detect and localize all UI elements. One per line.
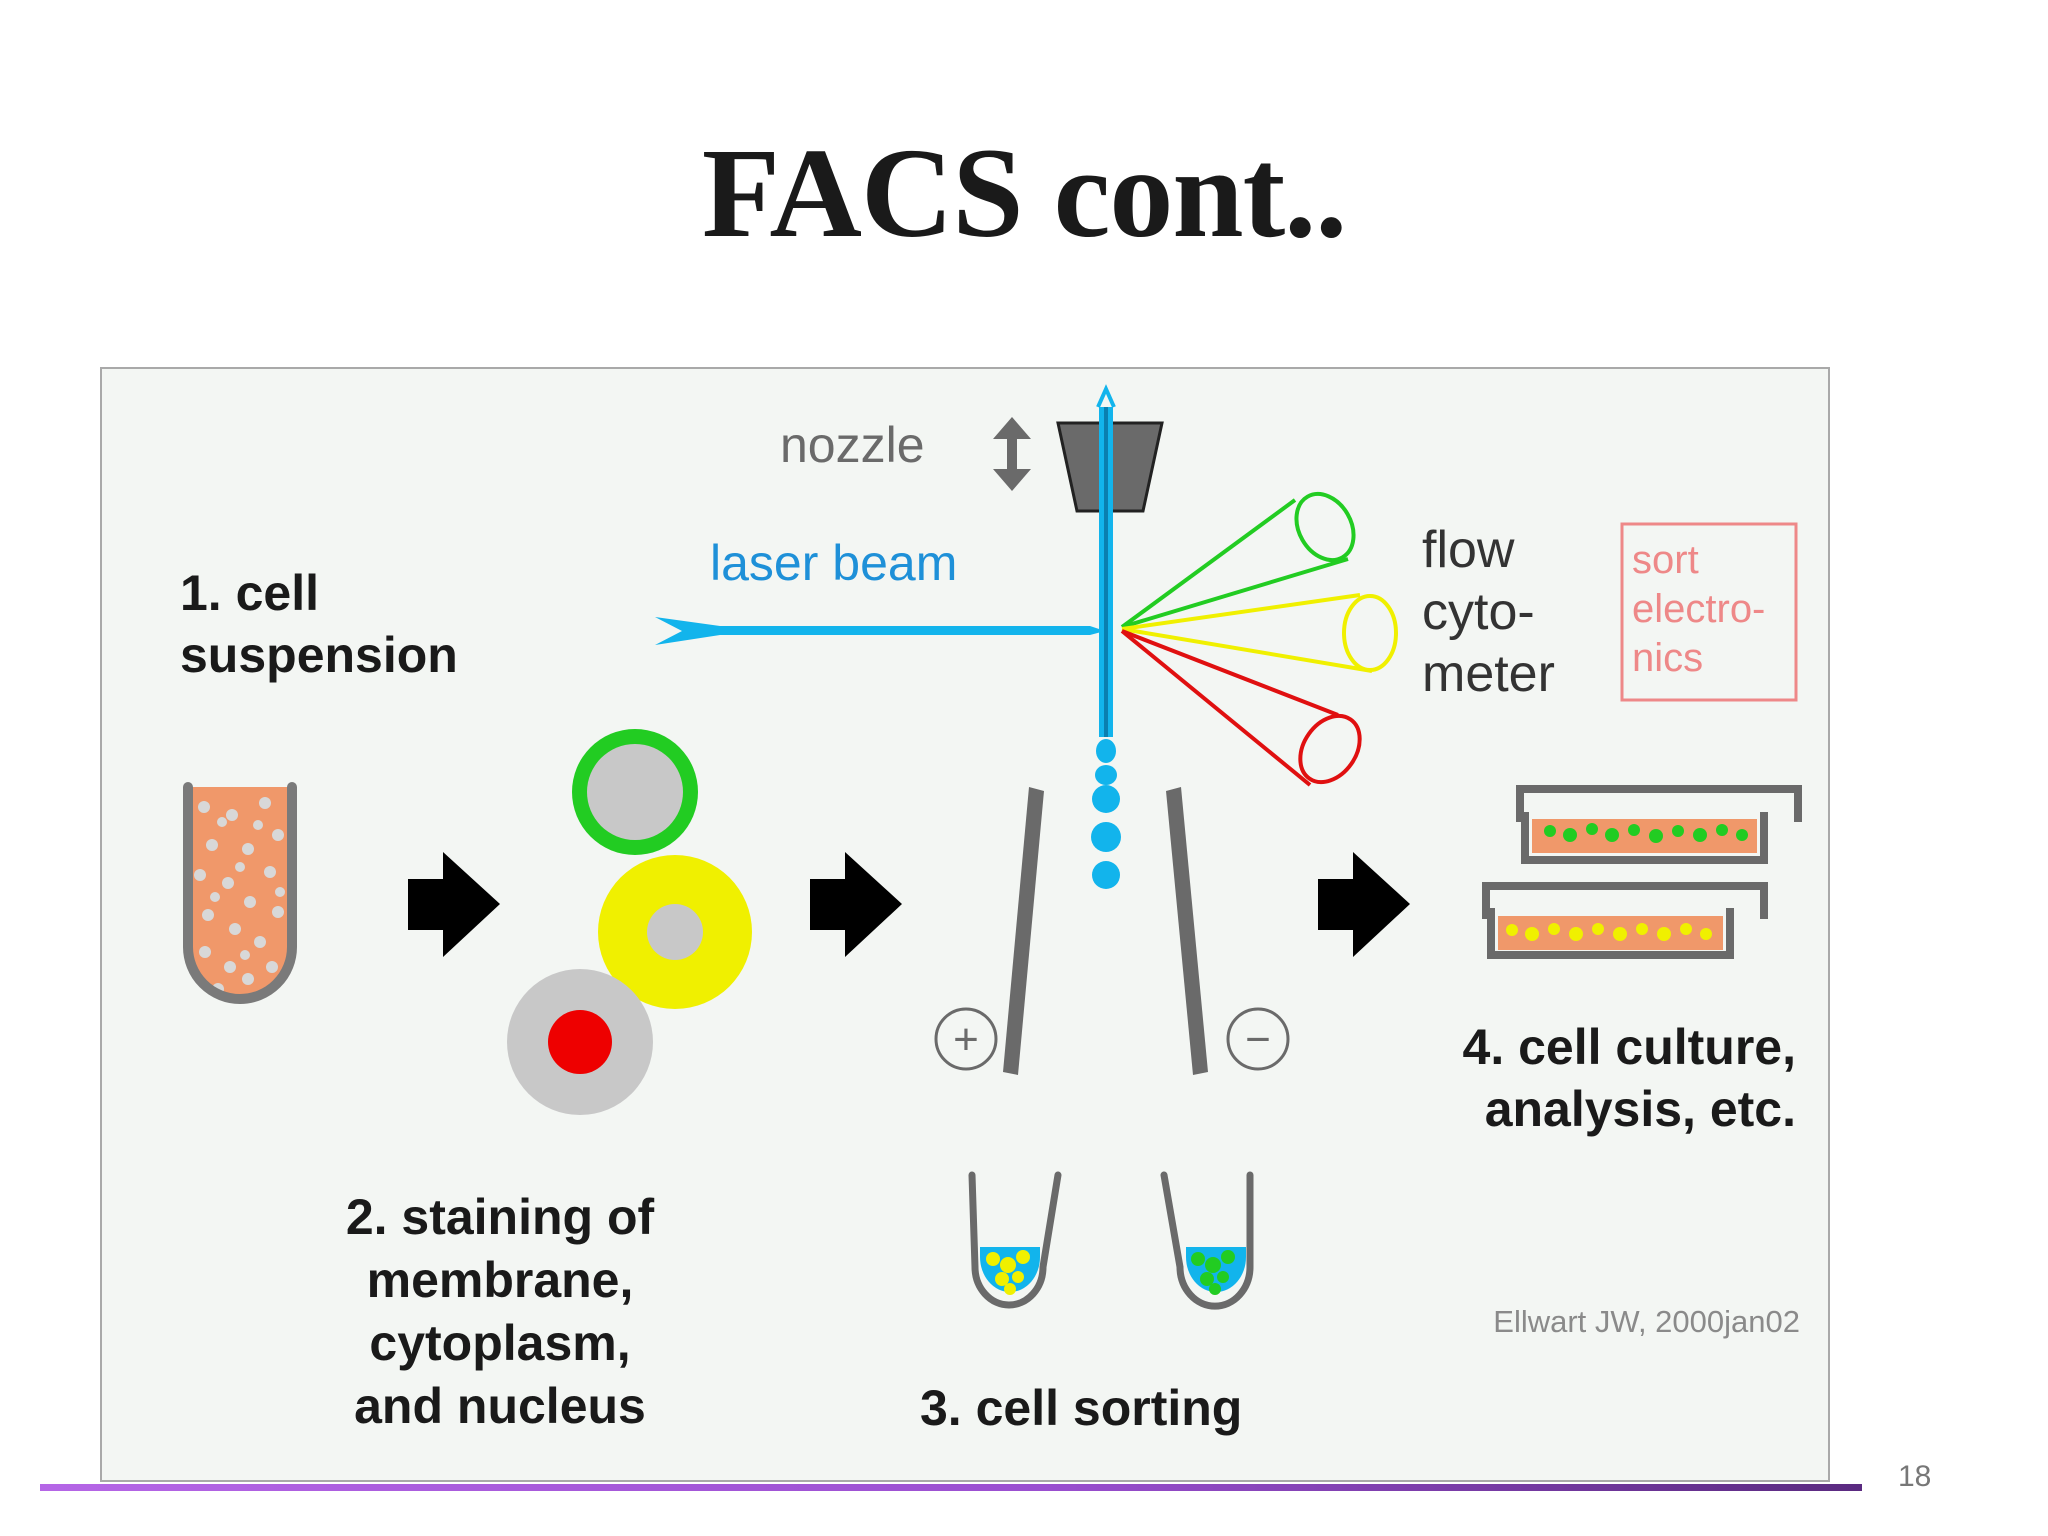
- stained-cell-membrane: [572, 729, 698, 855]
- droplets: [1091, 739, 1121, 889]
- slide-title: FACS cont..: [701, 122, 1347, 264]
- culture-dish-green: [1516, 785, 1802, 864]
- svg-text:−: −: [1245, 1015, 1271, 1064]
- scatter-detector-green: [1120, 492, 1356, 629]
- process-arrow-2: [810, 852, 902, 957]
- page-number: 18: [1898, 1460, 1932, 1493]
- up-down-arrow-icon: [993, 417, 1031, 491]
- laser-beam: [655, 617, 1105, 645]
- sort-electronics-label-line1: sort: [1632, 538, 1699, 582]
- scatter-detector-red: [1120, 629, 1362, 787]
- deflection-plate-positive: [1003, 787, 1044, 1075]
- stained-cell-cytoplasm: [598, 855, 752, 1009]
- collection-tube-green: [1160, 1171, 1254, 1310]
- scatter-detector-yellow: [1121, 593, 1398, 673]
- nozzle-label: nozzle: [780, 417, 925, 473]
- culture-dish-yellow: [1482, 882, 1768, 959]
- flow-cytometer-label-line3: meter: [1422, 645, 1555, 703]
- facs-diagram: 1. cell suspension 2. staining of membra…: [100, 367, 1830, 1482]
- process-arrow-1: [408, 852, 500, 957]
- process-arrow-3: [1318, 852, 1410, 957]
- test-tube-suspension: [183, 782, 297, 1004]
- flow-cytometer-label-line2: cyto-: [1422, 583, 1535, 641]
- step2-label-line4: and nucleus: [354, 1378, 646, 1434]
- step2-label-line3: cytoplasm,: [369, 1315, 630, 1371]
- step2-label-line1: 2. staining of: [346, 1189, 655, 1245]
- laser-beam-label: laser beam: [710, 535, 957, 591]
- minus-sign-icon: −: [1226, 1007, 1290, 1071]
- step4-label-line2: analysis, etc.: [1485, 1081, 1796, 1137]
- figure-credit: Ellwart JW, 2000jan02: [1493, 1304, 1800, 1339]
- svg-text:+: +: [953, 1015, 979, 1064]
- step1-label-line1: 1. cell: [180, 565, 319, 621]
- step3-label: 3. cell sorting: [920, 1380, 1242, 1436]
- flow-cytometer-label-line1: flow: [1422, 521, 1515, 579]
- sort-electronics-label-line3: nics: [1632, 636, 1703, 680]
- step4-label-line1: 4. cell culture,: [1463, 1019, 1796, 1075]
- sort-electronics-label-line2: electro-: [1632, 587, 1765, 631]
- sort-electronics-box: [1620, 522, 1798, 702]
- footer-divider: [40, 1484, 1862, 1491]
- plus-sign-icon: +: [934, 1007, 998, 1071]
- deflection-plate-negative: [1166, 787, 1208, 1075]
- step2-label-line2: membrane,: [367, 1252, 634, 1308]
- stained-cell-nucleus: [507, 969, 653, 1115]
- step1-label-line2: suspension: [180, 627, 458, 683]
- collection-tube-yellow: [968, 1171, 1062, 1309]
